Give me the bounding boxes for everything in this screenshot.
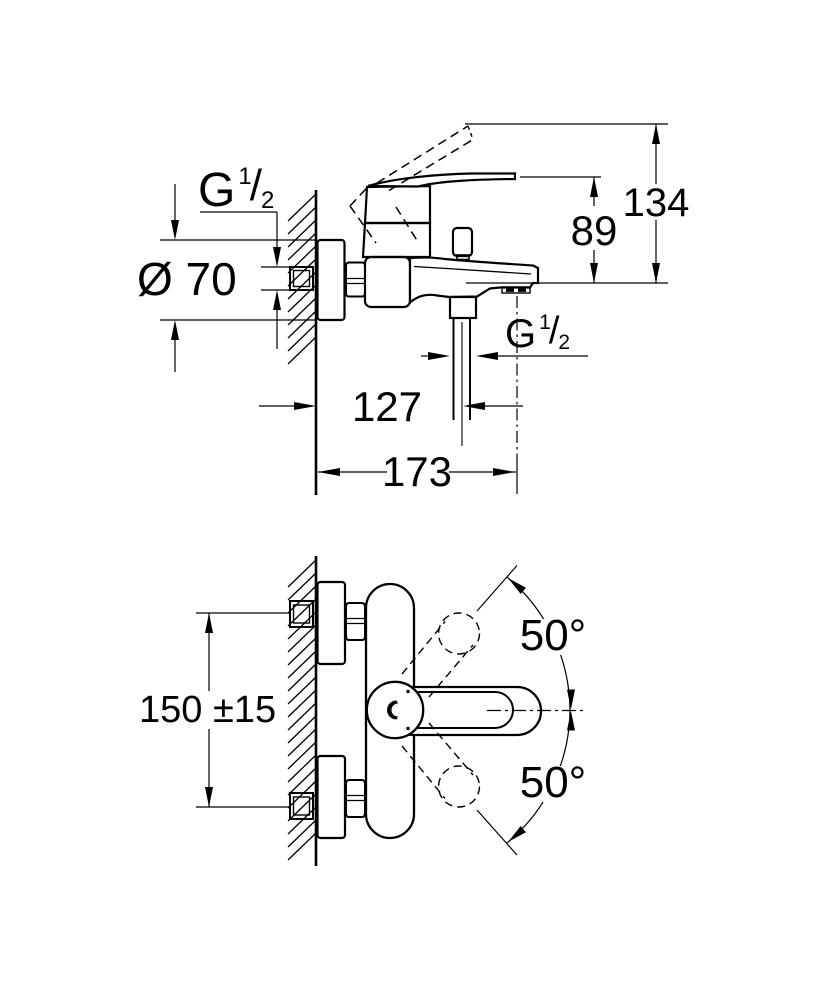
lever-raised-dashed-outline <box>349 125 474 244</box>
plan-arrowheads <box>205 578 575 842</box>
spout <box>408 256 540 305</box>
plan-label-backers <box>137 619 588 802</box>
dim-173-label: 173 <box>382 448 452 495</box>
diverter-knob <box>451 226 474 261</box>
wall-flange <box>316 238 346 322</box>
front-label-backers <box>387 184 685 490</box>
dim-134-label: 134 <box>623 181 690 225</box>
plan-view: 150 ±15 50° 50° <box>137 556 588 866</box>
cartridge-hub <box>365 680 425 740</box>
lower-inlet-mount <box>289 754 366 840</box>
plan-dimension-labels: 150 ±15 50° 50° <box>139 611 586 807</box>
wall-section-front <box>287 190 318 495</box>
dim-50deg-lower-label: 50° <box>520 758 587 807</box>
front-arrowheads <box>171 124 660 476</box>
hex-union-nut <box>345 261 366 298</box>
front-elevation-view: G1/2 Ø 70 89 134 127 173 G1/2 <box>137 123 689 495</box>
lever-handle-front <box>367 172 517 188</box>
dim-89-label: 89 <box>571 207 618 254</box>
dim-127-label: 127 <box>352 383 422 430</box>
dim-flange-diameter-label: Ø 70 <box>137 253 237 305</box>
lever-swing-dashed-outlines <box>401 612 481 808</box>
wall-section-plan <box>287 556 318 866</box>
inlet-nipple <box>289 266 314 291</box>
dim-50deg-upper-label: 50° <box>520 611 587 660</box>
front-extension-lines <box>160 123 668 494</box>
shower-hose-outlet <box>448 295 478 420</box>
dim-150-label: 150 ±15 <box>139 689 276 731</box>
mixer-body-plan <box>364 582 543 840</box>
upper-inlet-mount <box>289 580 366 666</box>
